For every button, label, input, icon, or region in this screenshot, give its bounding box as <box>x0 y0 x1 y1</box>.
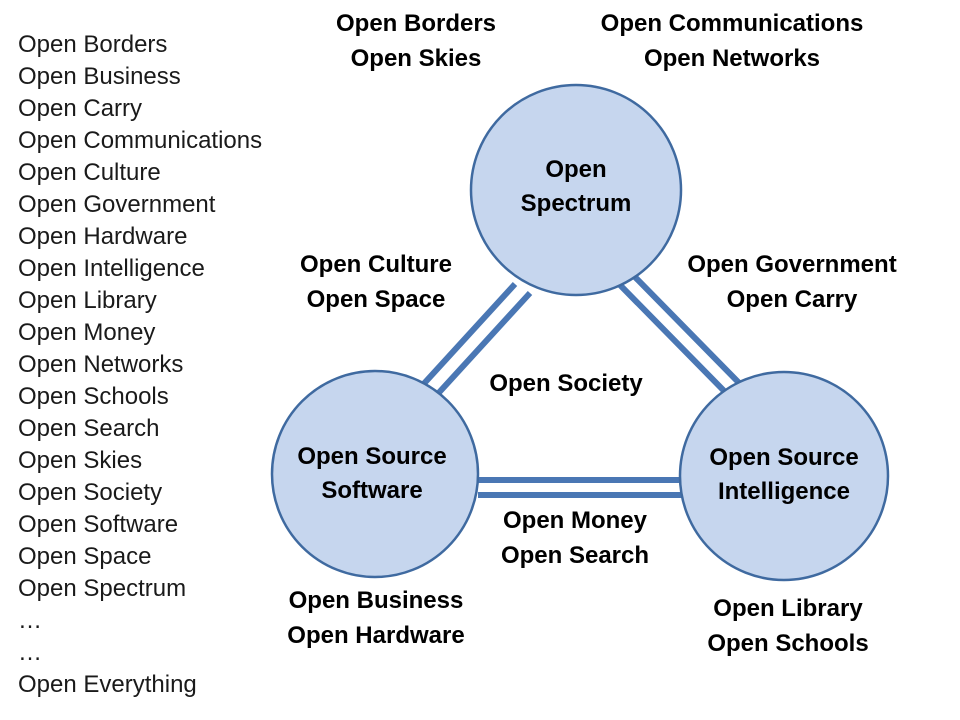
label-bottom-left: Open Business Open Hardware <box>287 583 464 653</box>
label-line: Open Money <box>502 507 647 534</box>
edge-software-intelligence <box>478 477 684 498</box>
list-item: Open Spectrum <box>18 575 187 602</box>
node-label-line: Open Source <box>297 443 447 470</box>
label-line: Open Schools <box>707 630 869 657</box>
list-item: Open Library <box>18 287 157 314</box>
list-item: … <box>18 607 42 634</box>
label-line: Open Hardware <box>287 622 465 649</box>
list-item: Open Skies <box>18 447 143 474</box>
node-open-source-intelligence <box>678 370 890 582</box>
open-topics-list: Open Borders Open Business Open Carry Op… <box>18 29 262 701</box>
list-item: Open Carry <box>18 95 143 122</box>
label-line: Open Space <box>306 286 446 313</box>
label-line: Open Networks <box>643 45 821 72</box>
node-label-line: Open <box>545 156 607 183</box>
label-bottom-right: Open Library Open Schools <box>707 591 868 661</box>
list-item: Open Software <box>18 511 179 538</box>
list-item: … <box>18 639 42 666</box>
node-label-line: Spectrum <box>520 190 632 217</box>
label-top-left: Open Borders Open Skies <box>336 6 496 76</box>
label-line: Open Library <box>713 595 863 622</box>
list-item: Open Culture <box>18 159 161 186</box>
list-item: Open Hardware <box>18 223 188 250</box>
node-open-spectrum <box>469 83 683 297</box>
node-label-software: Open Source Software <box>297 440 446 508</box>
label-line: Open Society <box>489 370 643 397</box>
node-label-intelligence: Open Source Intelligence <box>709 441 858 509</box>
list-item: Open Search <box>18 415 160 442</box>
label-line: Open Skies <box>350 45 482 72</box>
label-line: Open Borders <box>335 10 497 37</box>
edge-spectrum-intelligence <box>617 273 750 403</box>
list-item: Open Business <box>18 63 181 90</box>
node-label-line: Intelligence <box>717 478 851 505</box>
label-line: Open Culture <box>299 251 453 278</box>
label-edge-left: Open Culture Open Space <box>300 247 452 317</box>
label-line: Open Carry <box>726 286 858 313</box>
label-line: Open Communications <box>600 10 864 37</box>
node-label-line: Open Source <box>709 444 859 471</box>
list-item: Open Borders <box>18 31 168 58</box>
list-item: Open Intelligence <box>18 255 205 282</box>
label-line: Open Search <box>500 542 650 569</box>
list-item: Open Money <box>18 319 156 346</box>
list-item: Open Government <box>18 191 216 218</box>
node-label-spectrum: Open Spectrum <box>521 153 632 221</box>
label-line: Open Government <box>687 251 897 278</box>
list-item: Open Society <box>18 479 163 506</box>
label-edge-bottom: Open Money Open Search <box>501 503 649 573</box>
label-center: Open Society <box>489 366 642 401</box>
label-edge-right: Open Government Open Carry <box>687 247 896 317</box>
label-top-right: Open Communications Open Networks <box>601 6 864 76</box>
list-item: Open Space <box>18 543 152 570</box>
list-item: Open Everything <box>18 671 197 698</box>
list-item: Open Communications <box>18 127 263 154</box>
node-open-source-software <box>270 369 480 579</box>
node-label-line: Software <box>321 477 423 504</box>
label-line: Open Business <box>288 587 464 614</box>
edge-spectrum-software <box>416 281 533 401</box>
list-item: Open Networks <box>18 351 184 378</box>
list-item: Open Schools <box>18 383 169 410</box>
